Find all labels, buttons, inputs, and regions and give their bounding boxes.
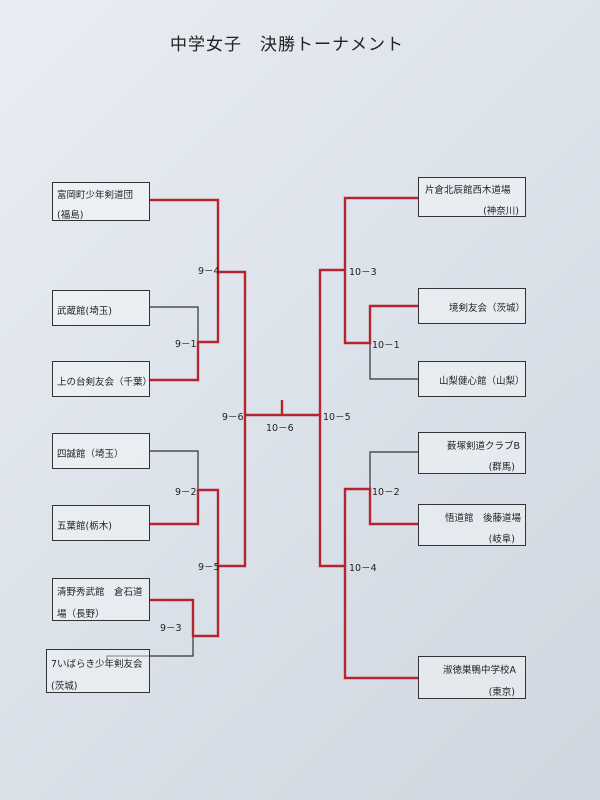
- line-r4: [369, 451, 418, 489]
- team-box-right-2: 境剣友会（茨城）: [418, 288, 526, 324]
- team-box-right-4: 薮塚剣道クラブB (群馬): [418, 432, 526, 474]
- score-right-r2-bottom: 10－4: [349, 563, 377, 574]
- team-name: 四誠館（埼玉）: [57, 449, 124, 460]
- line-r6: [318, 415, 418, 680]
- team-name: 7いばらき少年剣友会: [51, 659, 143, 670]
- score-right-semi: 10－5: [323, 412, 351, 423]
- score-left-r1-bottom-b: 9－3: [160, 623, 182, 634]
- team-box-right-5: 悟道館 後藤道場 (岐阜): [418, 504, 526, 546]
- team-box-left-5: 五葉館(栃木): [52, 505, 150, 541]
- team-name: 上の台剣友会（千葉）: [57, 377, 153, 388]
- team-region: 場（長野）: [57, 609, 105, 620]
- team-region: (神奈川): [483, 206, 519, 217]
- line-l1: [150, 198, 282, 417]
- team-name: 薮塚剣道クラブB: [447, 441, 521, 452]
- line-r3: [369, 343, 418, 380]
- score-left-r1-top: 9－1: [175, 339, 197, 350]
- team-name: 富岡町少年剣道団: [57, 190, 134, 201]
- team-box-left-4: 四誠館（埼玉）: [52, 433, 150, 469]
- team-box-left-1: 富岡町少年剣道団 (福島): [52, 182, 150, 221]
- team-box-right-6: 淑徳巣鴨中学校A (東京): [418, 656, 526, 699]
- team-box-right-3: 山梨健心館（山梨）: [418, 361, 526, 397]
- line-r1: [282, 196, 418, 417]
- team-box-right-1: 片倉北辰館西木道場 (神奈川): [418, 177, 526, 217]
- team-name: 境剣友会（茨城）: [449, 303, 526, 314]
- line-l6: [149, 566, 220, 638]
- score-left-r2-top: 9－4: [198, 266, 220, 277]
- line-r5: [343, 487, 418, 566]
- team-box-left-6: 清野秀武館 倉石道 場（長野）: [52, 578, 150, 621]
- score-right-r1-top: 10－1: [372, 340, 400, 351]
- line-l3: [149, 272, 220, 382]
- team-name: 山梨健心館（山梨）: [439, 376, 525, 387]
- team-box-left-2: 武蔵館(埼玉): [52, 290, 150, 326]
- score-left-r1-bottom-a: 9－2: [175, 487, 197, 498]
- team-region: (岐阜): [488, 534, 515, 545]
- team-region: (東京): [488, 687, 515, 698]
- line-l5: [149, 415, 247, 568]
- score-left-r2-bottom: 9－5: [198, 562, 220, 573]
- team-name: 武蔵館(埼玉): [57, 306, 112, 317]
- team-name: 五葉館(栃木): [57, 521, 112, 532]
- team-region: (茨城): [51, 681, 78, 692]
- score-right-r2-top: 10－3: [349, 267, 377, 278]
- team-region: (福島): [57, 210, 84, 221]
- team-name: 清野秀武館 倉石道: [57, 587, 143, 598]
- page-title: 中学女子 決勝トーナメント: [170, 35, 404, 55]
- score-right-r1-bottom: 10－2: [372, 487, 400, 498]
- score-left-semi: 9－6: [222, 412, 244, 423]
- score-final: 10－6: [266, 423, 294, 434]
- team-box-left-3: 上の台剣友会（千葉）: [52, 361, 153, 397]
- team-box-left-7: 7いばらき少年剣友会 (茨城): [46, 649, 150, 693]
- team-name: 片倉北辰館西木道場: [425, 185, 511, 196]
- line-r2: [343, 270, 418, 345]
- team-region: (群馬): [488, 462, 515, 473]
- team-name: 悟道館 後藤道場: [445, 513, 522, 524]
- team-name: 淑徳巣鴨中学校A: [443, 665, 516, 676]
